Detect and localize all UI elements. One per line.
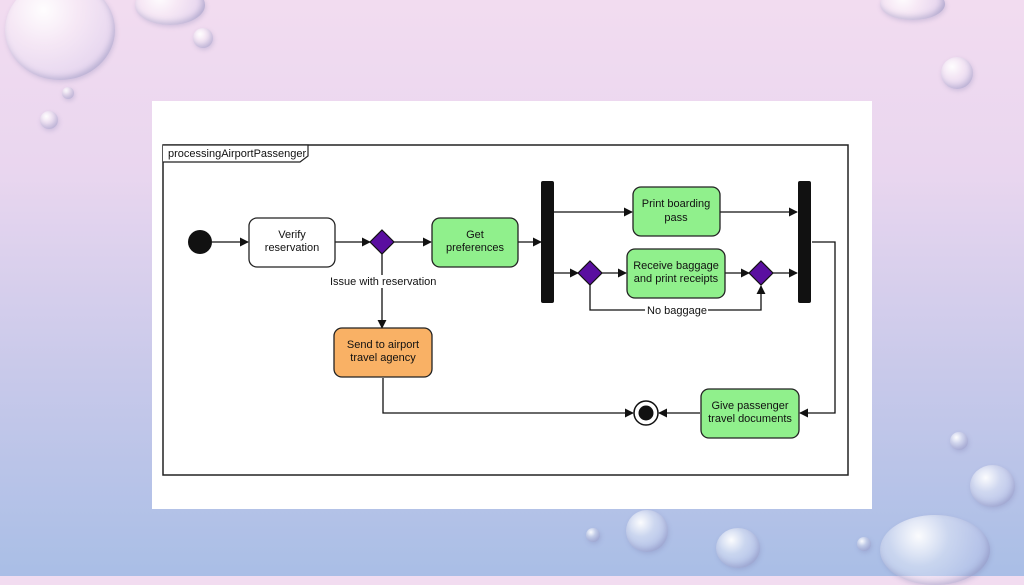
action-label: pass xyxy=(664,212,688,224)
edges xyxy=(212,207,836,418)
edge-join-give-documents xyxy=(799,241,836,418)
action-label: travel documents xyxy=(708,413,792,425)
edge-label-no-baggage: No baggage xyxy=(647,305,707,317)
frame-border xyxy=(162,144,849,476)
water-drop xyxy=(5,0,115,80)
edge-send-agency-end xyxy=(382,378,634,418)
edge-label-issue: Issue with reservation xyxy=(330,276,436,288)
action-receive-baggage: Receive baggage and print receipts xyxy=(626,248,726,299)
join-bar xyxy=(798,181,811,303)
frame-title-tab xyxy=(163,144,309,163)
decision-baggage xyxy=(577,260,603,286)
water-drop xyxy=(857,537,871,551)
decision-reservation xyxy=(369,229,395,255)
action-verify-reservation: Verify reservation xyxy=(248,217,336,268)
water-drop xyxy=(970,465,1015,507)
water-drop xyxy=(941,57,973,89)
water-drop xyxy=(62,87,74,99)
action-label: preferences xyxy=(446,242,505,254)
action-label: Send to airport xyxy=(347,339,419,351)
water-drop xyxy=(950,432,968,450)
action-label: Get xyxy=(466,229,484,241)
initial-node xyxy=(188,230,212,254)
action-label: Verify xyxy=(278,229,306,241)
merge-baggage xyxy=(748,260,774,286)
water-drop xyxy=(880,0,945,20)
final-node-core xyxy=(638,405,654,421)
diagram-panel xyxy=(152,101,872,509)
action-send-to-agency: Send to airport travel agency xyxy=(333,327,433,378)
water-drop xyxy=(716,528,760,568)
water-drop xyxy=(193,28,213,48)
action-label: travel agency xyxy=(350,352,416,364)
edge-label-bg xyxy=(329,275,439,288)
water-drop xyxy=(626,510,668,552)
frame-title: processingAirportPassenger xyxy=(168,148,307,160)
water-drop xyxy=(880,515,990,585)
action-label: and print receipts xyxy=(634,273,719,285)
action-label: reservation xyxy=(265,242,319,254)
action-give-documents: Give passenger travel documents xyxy=(700,388,800,439)
edge-no-baggage-right xyxy=(708,285,766,311)
action-label: Give passenger xyxy=(711,400,788,412)
water-drop xyxy=(40,111,58,129)
action-label: Print boarding xyxy=(642,198,711,210)
water-drop xyxy=(586,528,600,542)
action-print-boarding-pass: Print boarding pass xyxy=(632,186,721,237)
action-get-preferences: Get preferences xyxy=(431,217,519,268)
fork-bar xyxy=(541,181,554,303)
edge-no-baggage-left xyxy=(589,285,645,311)
action-label: Receive baggage xyxy=(633,260,719,272)
